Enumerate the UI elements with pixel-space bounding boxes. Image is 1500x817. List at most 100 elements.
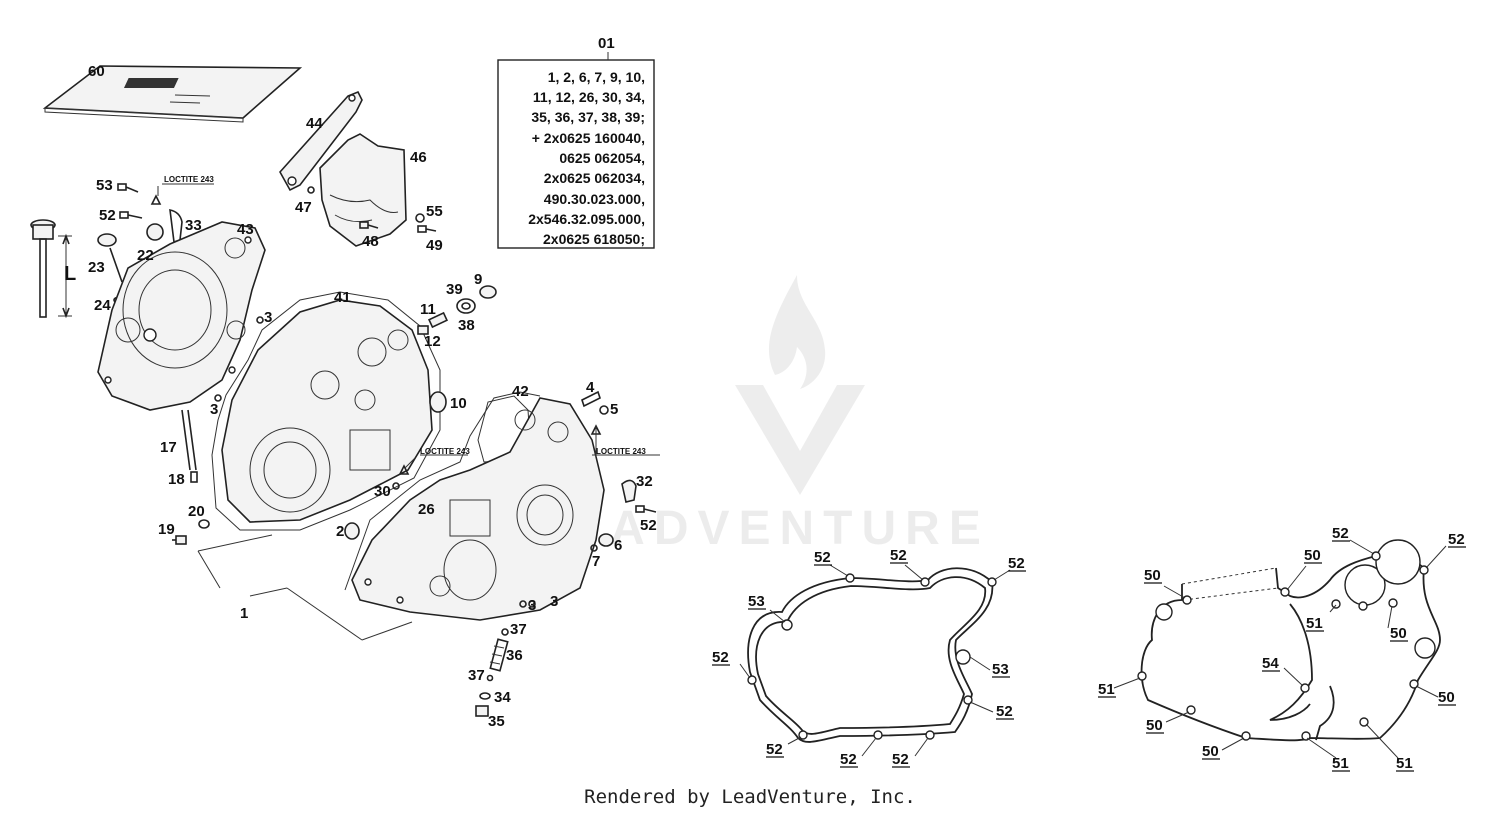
kit-number: 01 bbox=[598, 35, 615, 52]
callout-43: 43 bbox=[237, 221, 254, 238]
callout-26: 26 bbox=[418, 501, 435, 518]
gasket-label: 52 bbox=[840, 751, 857, 768]
callout-12: 12 bbox=[424, 333, 441, 350]
callout-52: 52 bbox=[99, 207, 116, 224]
kit-line-3: 35, 36, 37, 38, 39; bbox=[531, 109, 645, 125]
kit-line-2: 11, 12, 26, 30, 34, bbox=[533, 89, 645, 105]
callout-52-mid: 52 bbox=[640, 517, 657, 534]
kit-line-5: 0625 062054, bbox=[559, 150, 645, 166]
callout-3-left: 3 bbox=[210, 401, 218, 418]
drain-screw-hardware bbox=[172, 519, 210, 545]
callout-6: 6 bbox=[614, 537, 622, 554]
gasket-label: 54 bbox=[1262, 655, 1279, 672]
kit-line-4: + 2x0625 160040, bbox=[532, 130, 645, 146]
callout-labels: 60 53 LOCTITE 243 52 22 33 43 L 23 24 44… bbox=[64, 63, 657, 730]
callout-38: 38 bbox=[458, 317, 475, 334]
callout-33: 33 bbox=[185, 217, 202, 234]
loctite-note-1: LOCTITE 243 bbox=[164, 175, 214, 184]
gasket-left-labels: 52 52 52 53 52 53 52 52 52 52 bbox=[712, 547, 1026, 768]
gasket-label: 53 bbox=[748, 593, 765, 610]
callout-37-upper: 37 bbox=[510, 621, 527, 638]
callout-17: 17 bbox=[160, 439, 177, 456]
gasket-label: 50 bbox=[1146, 717, 1163, 734]
guard-cover-part bbox=[319, 133, 407, 247]
dimension-label: L bbox=[64, 263, 76, 285]
bracket-part bbox=[279, 90, 363, 192]
callout-55: 55 bbox=[426, 203, 443, 220]
callout-3-lower-a: 3 bbox=[528, 597, 536, 614]
gasket-label: 50 bbox=[1390, 625, 1407, 642]
callout-4: 4 bbox=[586, 379, 595, 396]
gasket-label: 52 bbox=[814, 549, 831, 566]
callout-41: 41 bbox=[334, 289, 351, 306]
callout-20: 20 bbox=[188, 503, 205, 520]
kit-line-6: 2x0625 062034, bbox=[544, 170, 645, 186]
gasket-label: 51 bbox=[1396, 755, 1413, 772]
kit-line-9: 2x0625 618050; bbox=[543, 231, 645, 247]
crankcase-left-half bbox=[211, 291, 441, 531]
screw-hardware-upper-left bbox=[117, 183, 183, 244]
callout-46: 46 bbox=[410, 149, 427, 166]
callout-7: 7 bbox=[592, 553, 600, 570]
callout-9: 9 bbox=[474, 271, 482, 288]
callout-24: 24 bbox=[94, 297, 111, 314]
callout-11: 11 bbox=[420, 301, 436, 318]
gasket-label: 50 bbox=[1202, 743, 1219, 760]
callout-19: 19 bbox=[158, 521, 175, 538]
gasket-label: 52 bbox=[1008, 555, 1025, 572]
leader-lines bbox=[157, 183, 660, 641]
gasket-label: 51 bbox=[1332, 755, 1349, 772]
small-hardware-upper bbox=[307, 186, 437, 233]
callout-35: 35 bbox=[488, 713, 505, 730]
callout-22: 22 bbox=[137, 247, 154, 264]
callout-32: 32 bbox=[636, 473, 653, 490]
callout-47: 47 bbox=[295, 199, 312, 216]
gasket-label: 50 bbox=[1304, 547, 1321, 564]
manual-booklet bbox=[42, 65, 303, 123]
kit-contents-box bbox=[497, 52, 655, 249]
bearing-hardware bbox=[417, 285, 497, 413]
kit-line-1: 1, 2, 6, 7, 9, 10, bbox=[548, 69, 645, 85]
gasket-label: 50 bbox=[1144, 567, 1161, 584]
callout-30: 30 bbox=[374, 483, 391, 500]
gasket-right bbox=[1113, 539, 1447, 759]
callout-37-lower: 37 bbox=[468, 667, 485, 684]
kit-box-text: 01 1, 2, 6, 7, 9, 10, 11, 12, 26, 30, 34… bbox=[528, 35, 645, 247]
callout-10: 10 bbox=[450, 395, 467, 412]
kit-line-7: 490.30.023.000, bbox=[544, 191, 645, 207]
render-credit-footer: Rendered by LeadVenture, Inc. bbox=[584, 786, 916, 808]
loctite-note-3: LOCTITE 243 bbox=[596, 447, 646, 456]
callout-3-lower-b: 3 bbox=[550, 593, 558, 610]
gasket-right-labels: 52 52 50 50 51 50 54 51 50 50 50 51 51 bbox=[1098, 525, 1466, 772]
gasket-label: 51 bbox=[1306, 615, 1323, 632]
callout-60: 60 bbox=[88, 63, 105, 80]
gasket-label: 52 bbox=[890, 547, 907, 564]
gasket-label: 52 bbox=[1448, 531, 1465, 548]
gasket-label: 52 bbox=[892, 751, 909, 768]
gasket-label: 50 bbox=[1438, 689, 1455, 706]
clutch-cover-part bbox=[97, 221, 266, 411]
oil-dipstick bbox=[30, 219, 127, 319]
gasket-left bbox=[739, 564, 1011, 757]
callout-3-upper: 3 bbox=[264, 309, 272, 326]
callout-23: 23 bbox=[88, 259, 105, 276]
callout-18: 18 bbox=[168, 471, 185, 488]
hardware-right-side bbox=[344, 390, 657, 608]
loctite-note-2: LOCTITE 243 bbox=[420, 447, 470, 456]
hose-part bbox=[181, 316, 264, 483]
callout-1: 1 bbox=[240, 605, 248, 622]
callout-53: 53 bbox=[96, 177, 113, 194]
callout-48: 48 bbox=[362, 233, 379, 250]
callout-44: 44 bbox=[306, 115, 323, 132]
gasket-label: 52 bbox=[996, 703, 1013, 720]
gasket-label: 52 bbox=[1332, 525, 1349, 542]
callout-39: 39 bbox=[446, 281, 463, 298]
gasket-label: 51 bbox=[1098, 681, 1115, 698]
callout-42: 42 bbox=[512, 383, 529, 400]
callout-36: 36 bbox=[506, 647, 523, 664]
gasket-label: 52 bbox=[766, 741, 783, 758]
callout-2: 2 bbox=[336, 523, 344, 540]
spring-hardware bbox=[475, 628, 509, 717]
callout-5: 5 bbox=[610, 401, 618, 418]
